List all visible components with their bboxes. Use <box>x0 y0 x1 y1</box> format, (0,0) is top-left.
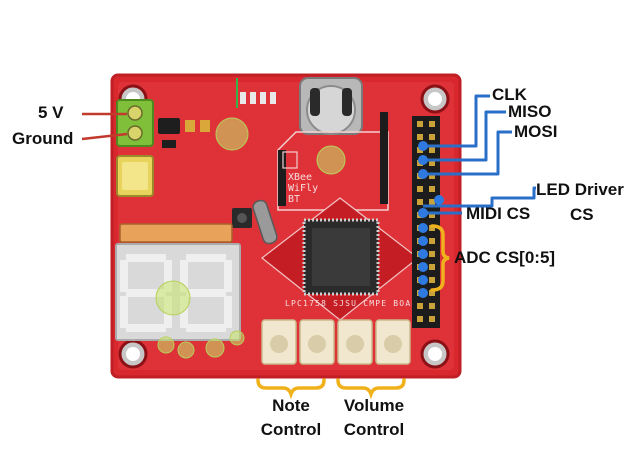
power-leader-lines <box>81 112 128 141</box>
bracket-markers <box>256 224 450 400</box>
label-volume-control-word: Control <box>343 420 405 439</box>
label-volume-control: Volume Control <box>334 394 414 442</box>
pin-dot-markers <box>418 141 444 298</box>
smd-components <box>158 92 276 228</box>
crystal <box>252 199 278 245</box>
label-5v: 5 V <box>38 103 64 122</box>
label-mosi: MOSI <box>514 122 558 141</box>
label-note-control-word: Control <box>260 420 322 439</box>
label-midi-cs: MIDI CS <box>466 204 531 223</box>
mounting-holes <box>118 84 450 369</box>
label-led-driver-cs: CS <box>570 205 594 224</box>
coin-battery-holder <box>299 77 363 135</box>
xbee-label-line2: WiFly <box>288 183 318 194</box>
io-header-strip <box>119 223 233 243</box>
label-note: Note <box>272 396 310 415</box>
xbee-label-line1: XBee <box>288 172 312 183</box>
label-ground: Ground <box>12 129 74 148</box>
label-adc-cs: ADC CS[0:5] <box>454 248 556 267</box>
xbee-label-line3: BT <box>288 194 300 205</box>
label-led-driver: LED Driver <box>536 180 624 199</box>
pin-wire-lines <box>423 94 536 215</box>
highlight-circles <box>155 117 346 359</box>
label-miso: MISO <box>508 102 552 121</box>
board-name-label: LPC1758 SJSU CMPE BOARD <box>285 299 423 308</box>
power-jack <box>116 155 154 197</box>
power-terminal-block <box>116 99 154 147</box>
xbee-socket: XBee WiFly BT <box>277 112 389 211</box>
push-buttons <box>261 319 411 365</box>
label-volume: Volume <box>343 396 405 415</box>
label-note-control: Note Control <box>256 394 326 442</box>
label-clk: CLK <box>492 85 527 104</box>
